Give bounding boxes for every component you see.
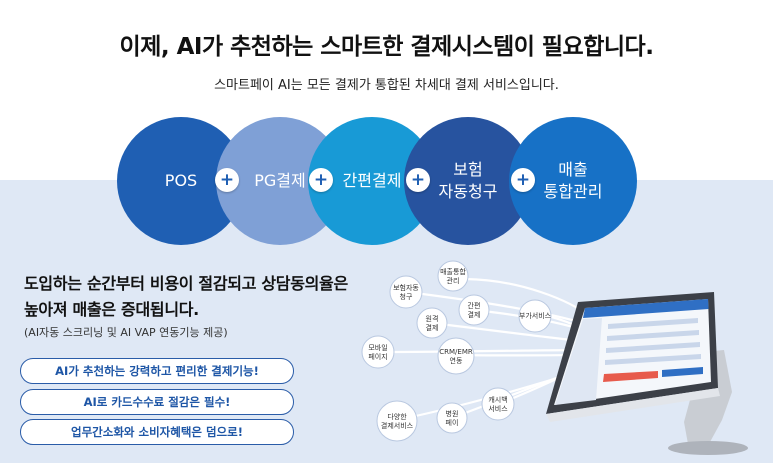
service-label: 보험 자동청구 bbox=[438, 160, 498, 201]
benefit-lead-line: 높아져 매출은 증대됩니다. bbox=[24, 300, 199, 319]
network-node-label: 결제서비스 bbox=[381, 421, 414, 430]
network-node-label: 연동 bbox=[450, 357, 463, 365]
screen-confirm-button bbox=[662, 367, 703, 377]
network-node: CRM/EMR 연동 bbox=[437, 337, 475, 375]
plus-icon: + bbox=[406, 168, 430, 192]
pos-terminal-illustration bbox=[546, 292, 748, 455]
screen-top-bar bbox=[583, 299, 709, 318]
benefit-pill: 업무간소화와 소비자혜택은 덤으로! bbox=[20, 419, 294, 445]
page-subtitle: 스마트페이 AI는 모든 결제가 통합된 차세대 결제 서비스입니다. bbox=[214, 78, 559, 93]
terminal-bottom-edge bbox=[546, 388, 720, 422]
network-node-label: 보험자동 bbox=[393, 283, 419, 292]
network-node: 모바일 페이지 bbox=[361, 335, 395, 369]
network-node-label: 다양한 bbox=[387, 412, 407, 421]
network-node: 보험자동 청구 bbox=[389, 275, 423, 309]
benefit-lead-line: 도입하는 순간부터 비용이 절감되고 상담동의율은 bbox=[24, 274, 348, 293]
benefit-pill: AI가 추천하는 강력하고 편리한 결제기능! bbox=[20, 358, 294, 384]
network-node-label: 캐시백 bbox=[488, 395, 507, 404]
network-node-label: 페이지 bbox=[368, 352, 387, 361]
network-node-label: 관리 bbox=[447, 276, 460, 285]
network-node: 부가서비스 bbox=[518, 299, 552, 333]
service-label: 매출 통합관리 bbox=[543, 160, 603, 201]
network-node: 캐시백 서비스 bbox=[481, 387, 515, 421]
plus-icon: + bbox=[215, 168, 239, 192]
benefit-pill: AI로 카드수수료 절감은 필수! bbox=[20, 389, 294, 415]
network-node-label: 결제 bbox=[468, 310, 481, 319]
service-label: POS bbox=[164, 171, 198, 191]
network-node-label: 페이 bbox=[446, 418, 459, 427]
network-node-label: CRM/EMR bbox=[439, 348, 473, 356]
network-node-label: 청구 bbox=[400, 293, 413, 301]
network-node: 다양한 결제서비스 bbox=[376, 400, 418, 442]
page-title: 이제, AI가 추천하는 스마트한 결제시스템이 필요합니다. bbox=[119, 34, 654, 60]
network-node: 원격 결제 bbox=[416, 307, 448, 339]
service-label: 간편결제 bbox=[342, 171, 402, 191]
benefit-note: (AI자동 스크리닝 및 AI VAP 연동기능 제공) bbox=[24, 326, 228, 339]
network-node: 매출통합 관리 bbox=[437, 260, 469, 292]
network-node-label: 결제 bbox=[426, 323, 439, 332]
network-node-label: 매출통합 bbox=[440, 267, 466, 276]
network-node-label: 부가서비스 bbox=[519, 311, 552, 320]
network-node-label: 병원 bbox=[446, 409, 459, 418]
network-node-label: 모바일 bbox=[368, 343, 387, 352]
network-node-label: 원격 bbox=[426, 314, 439, 323]
network-node-label: 간편 bbox=[468, 301, 481, 310]
network-node: 병원 페이 bbox=[436, 402, 468, 434]
service-label: PG결제 bbox=[254, 171, 306, 191]
screen-cancel-button bbox=[603, 371, 658, 382]
screen-side-panel bbox=[555, 318, 602, 405]
terminal-base bbox=[668, 441, 748, 455]
plus-icon: + bbox=[511, 168, 535, 192]
screen-form-rows bbox=[605, 318, 701, 365]
network-node: 간편 결제 bbox=[458, 294, 490, 326]
plus-icon: + bbox=[309, 168, 333, 192]
network-node-label: 서비스 bbox=[488, 404, 508, 413]
benefit-lead-text: 도입하는 순간부터 비용이 절감되고 상담동의율은 높아져 매출은 증대됩니다. bbox=[24, 271, 348, 323]
